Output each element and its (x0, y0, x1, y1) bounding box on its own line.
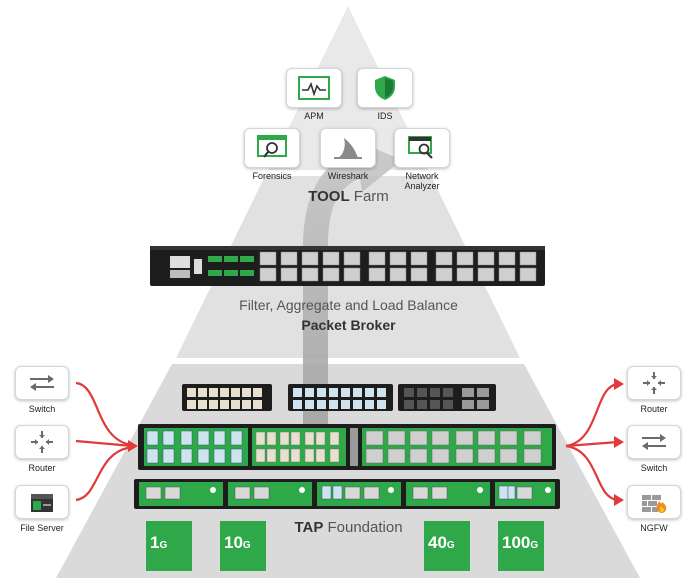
tool-ids-label: IDS (377, 111, 393, 121)
network-analyzer-icon (394, 128, 450, 168)
tool-apm: APM (286, 68, 342, 121)
packet-broker-title: Packet Broker (301, 317, 396, 333)
tool-farm-title-rest: Farm (349, 188, 389, 205)
speed-tile-100g: 100G (498, 521, 544, 571)
switch-icon (627, 425, 681, 459)
left-device-file-server: File Server (12, 485, 72, 533)
router-icon (627, 366, 681, 400)
left-device-switch-label: Switch (28, 404, 56, 414)
tap-chassis-main (138, 424, 556, 470)
right-device-router-label: Router (640, 404, 668, 414)
left-arrow-head (128, 440, 138, 452)
apm-chart-icon (286, 68, 342, 108)
router-icon (15, 425, 69, 459)
right-arrow-head-top (614, 378, 624, 390)
speed-tile-40g: 40G (424, 521, 470, 571)
packet-broker-device (150, 246, 545, 286)
speed-tile-1g: 1G (146, 521, 192, 571)
right-device-switch-label: Switch (640, 463, 668, 473)
right-device-switch: Switch (624, 425, 684, 473)
pyramid-tier-top (268, 6, 428, 170)
tool-apm-label: APM (304, 111, 324, 121)
right-device-ngfw-label: NGFW (640, 523, 668, 533)
right-arrow-head-bottom (614, 494, 624, 506)
right-arrow-head-mid (614, 436, 624, 448)
left-device-file-server-label: File Server (20, 523, 64, 533)
speed-tile-10g: 10G (220, 521, 266, 571)
right-traffic-arrows (565, 382, 619, 502)
tool-farm-title: TOOL Farm (0, 188, 697, 205)
right-device-ngfw: NGFW (624, 485, 684, 533)
file-server-icon (15, 485, 69, 519)
tool-forensics-label: Forensics (252, 171, 292, 181)
firewall-icon (627, 485, 681, 519)
tool-wireshark: Wireshark (320, 128, 376, 181)
tool-ids: IDS (357, 68, 413, 121)
left-device-router-label: Router (28, 463, 56, 473)
tap-chassis-copper (134, 479, 560, 509)
packet-broker-subtitle: Filter, Aggregate and Load Balance (239, 297, 458, 313)
shield-icon (357, 68, 413, 108)
tap-foundation-title-rest: Foundation (323, 519, 403, 536)
shark-fin-icon (320, 128, 376, 168)
tool-forensics: Forensics (244, 128, 300, 181)
tap-module-row-top (182, 384, 496, 411)
tool-wireshark-label: Wireshark (327, 171, 369, 181)
magnifier-window-icon (244, 128, 300, 168)
right-device-router: Router (624, 366, 684, 414)
tap-foundation-title-bold: TAP (294, 519, 324, 536)
tool-network-analyzer: Network Analyzer (394, 128, 450, 191)
left-device-router: Router (12, 425, 72, 473)
pyramid-tier-bottom (56, 364, 640, 578)
switch-icon (15, 366, 69, 400)
tool-farm-title-bold: TOOL (308, 188, 350, 205)
left-traffic-arrows (75, 381, 133, 502)
tool-network-analyzer-label: Network Analyzer (404, 171, 440, 191)
left-device-switch: Switch (12, 366, 72, 414)
tap-foundation-title: TAP Foundation (0, 519, 697, 536)
